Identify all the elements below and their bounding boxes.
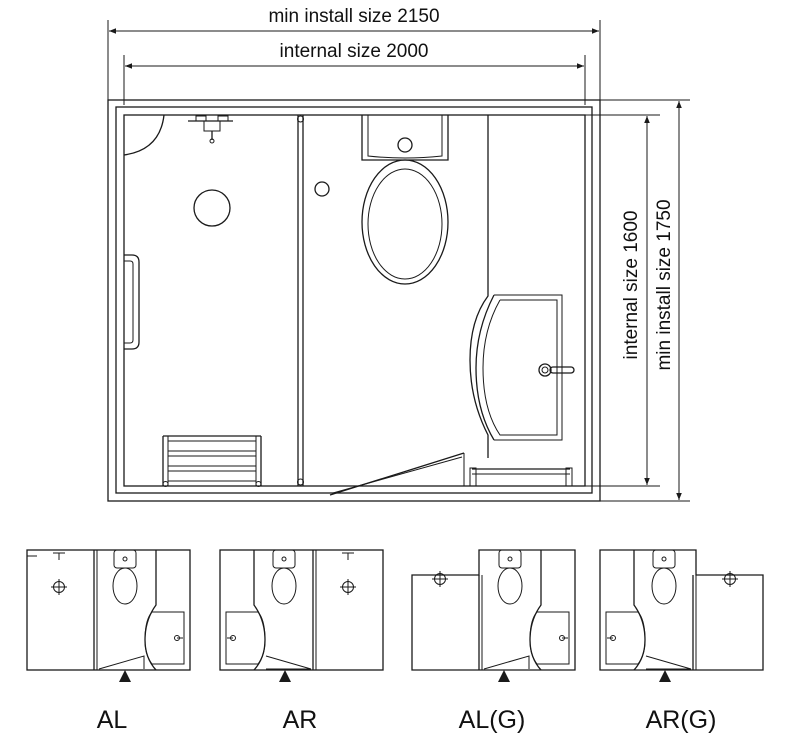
entry-arrow-icon (119, 670, 131, 682)
variant-label-alg: AL(G) (459, 706, 526, 734)
min-install-height-label: min install size 1750 (654, 199, 675, 370)
variant-ar (219, 549, 384, 682)
outer-wall (107, 99, 601, 502)
top-dimensions: min install size 2150 internal size 2000 (107, 6, 601, 105)
corner-shelf (123, 114, 165, 156)
variant-alg (411, 549, 576, 682)
main-plan (107, 99, 601, 502)
middle-wall (115, 106, 593, 494)
sliding-door-icon (329, 452, 465, 496)
right-dimensions: internal size 1600 min install size 1750 (585, 99, 690, 502)
variant-label-al: AL (97, 706, 128, 734)
entry-arrow-icon (279, 670, 291, 682)
internal-width-label: internal size 2000 (280, 41, 429, 62)
min-install-width-label: min install size 2150 (268, 6, 439, 27)
shower-fixture-icon (188, 115, 233, 144)
toilet-icon (361, 115, 449, 285)
shower-bench-icon (162, 435, 262, 487)
variant-al (26, 549, 191, 682)
towel-rail-icon (469, 467, 573, 487)
grab-bar-icon (124, 254, 140, 350)
variant-arg (599, 549, 764, 682)
floor-drain-icon (193, 189, 231, 227)
internal-height-label: internal size 1600 (621, 211, 642, 360)
vanity-counter-edge (469, 115, 489, 458)
inner-wall (123, 114, 586, 487)
variant-label-ar: AR (283, 706, 318, 734)
wall-hook-icon (314, 181, 330, 197)
entry-arrow-icon (659, 670, 671, 682)
entry-arrow-icon (498, 670, 510, 682)
variant-label-arg: AR(G) (646, 706, 717, 734)
washbasin-icon (475, 294, 575, 441)
